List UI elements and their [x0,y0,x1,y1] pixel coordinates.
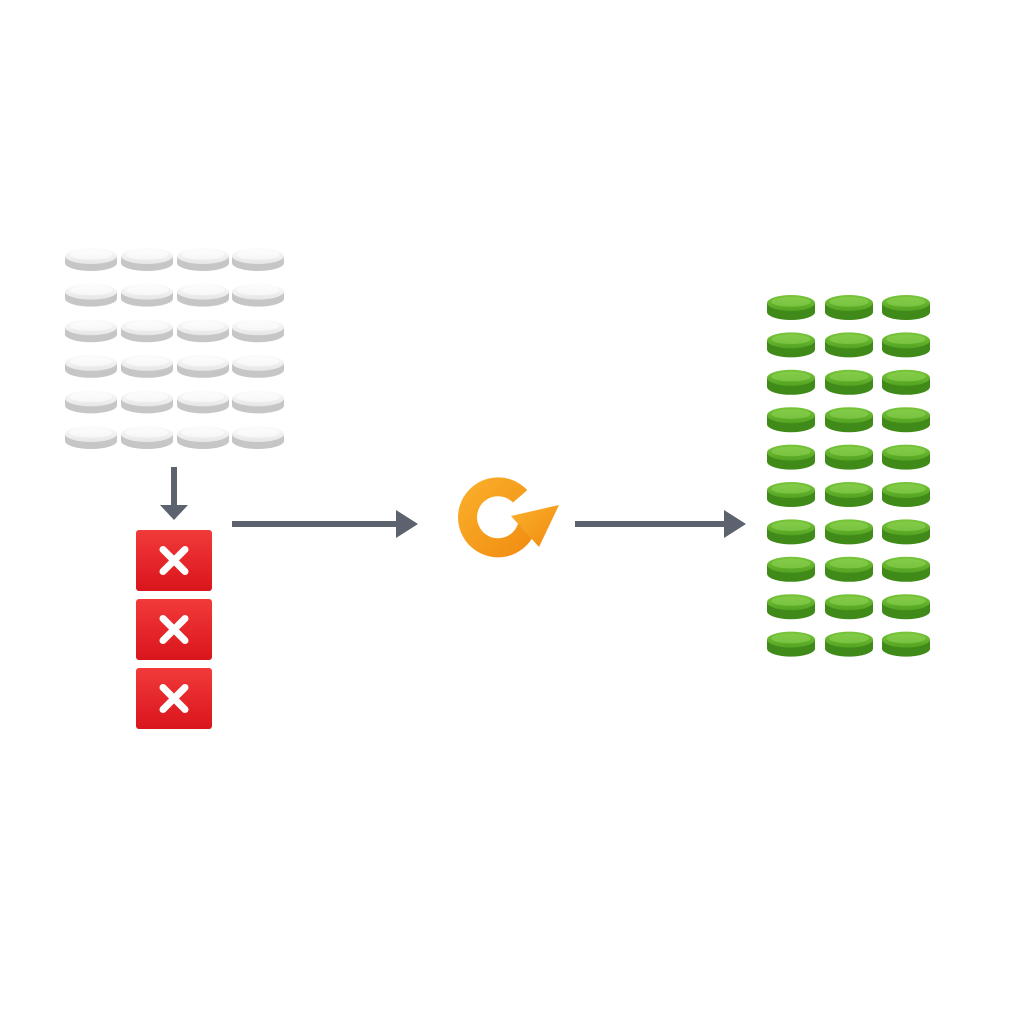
white-dish [177,319,229,343]
green-dish [825,556,873,582]
white-dish [232,354,284,378]
down-arrow [160,467,188,520]
input-dish-grid [65,248,284,449]
right-arrow-2 [575,510,746,538]
white-dish [177,354,229,378]
green-dish [825,407,873,433]
white-dish [232,426,284,449]
white-dish [65,319,117,343]
white-dish [177,426,229,449]
green-dish [882,594,930,620]
green-dish [825,444,873,470]
green-dish [767,594,815,620]
reject-box [136,530,212,591]
refresh-icon [458,477,559,558]
green-dish [882,556,930,582]
white-dish [121,354,173,378]
close-icon [159,546,189,575]
green-dish [767,444,815,470]
white-dish [232,390,284,414]
reject-box [136,599,212,660]
white-dish [121,319,173,343]
white-dish [65,390,117,414]
green-dish [767,369,815,395]
white-dish [121,283,173,307]
green-dish [767,407,815,433]
green-dish [825,594,873,620]
green-dish [767,519,815,545]
white-dish [65,354,117,378]
close-icon [159,615,189,644]
right-arrow-1 [232,510,418,538]
green-dish [882,444,930,470]
green-dish [767,295,815,320]
white-dish [65,283,117,307]
green-dish [767,332,815,358]
green-dish [882,295,930,320]
green-dish [825,332,873,358]
white-dish [177,390,229,414]
rejected-stack [136,530,212,729]
white-dish [121,248,173,271]
white-dish [121,390,173,414]
reject-box [136,668,212,729]
green-dish [882,631,930,657]
green-dish [825,369,873,395]
green-dish [767,556,815,582]
green-dish [825,631,873,657]
green-dish [882,482,930,507]
white-dish [177,283,229,307]
green-dish [882,407,930,433]
green-dish [882,519,930,545]
white-dish [65,426,117,449]
green-dish [825,519,873,545]
output-dish-grid [767,295,930,657]
green-dish [882,369,930,395]
close-icon [159,684,189,713]
white-dish [232,248,284,271]
green-dish [825,482,873,507]
white-dish [65,248,117,271]
white-dish [232,283,284,307]
green-dish [825,295,873,320]
green-dish [767,482,815,507]
green-dish [767,631,815,657]
white-dish [177,248,229,271]
green-dish [882,332,930,358]
white-dish [121,426,173,449]
white-dish [232,319,284,343]
